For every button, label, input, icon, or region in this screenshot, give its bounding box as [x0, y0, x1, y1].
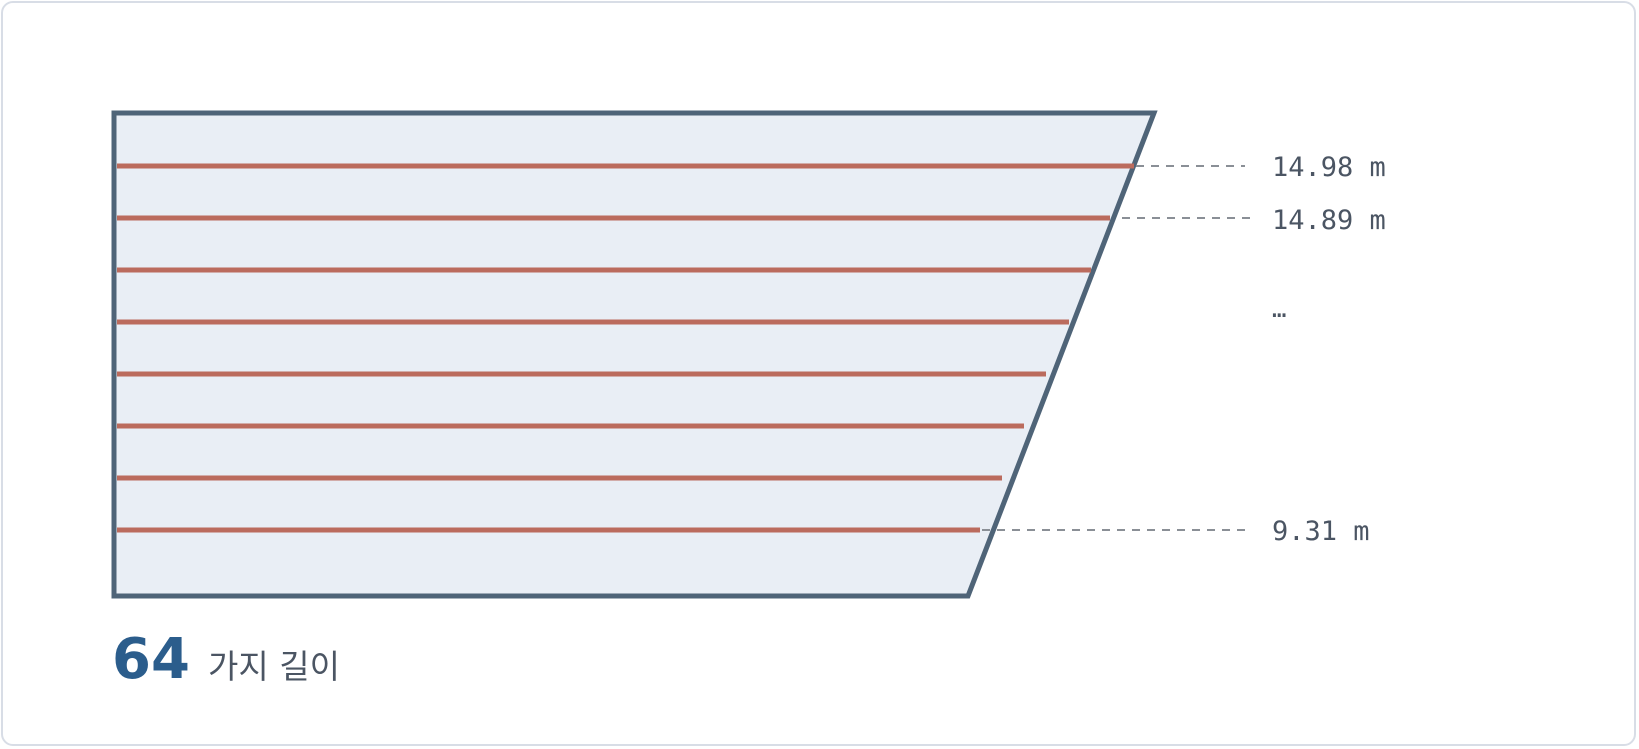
length-label-last: 9.31 m	[1272, 516, 1370, 547]
count-caption: 가지 길이	[208, 647, 340, 686]
length-label-2: 14.89 m	[1272, 205, 1386, 236]
ellipsis-label: …	[1272, 295, 1287, 323]
trapezoid-shape	[111, 110, 1158, 599]
branch-lines	[117, 163, 1134, 533]
length-label-1: 14.98 m	[1272, 152, 1386, 183]
branch-count: 64	[112, 627, 190, 692]
leader-lines	[982, 165, 1252, 531]
